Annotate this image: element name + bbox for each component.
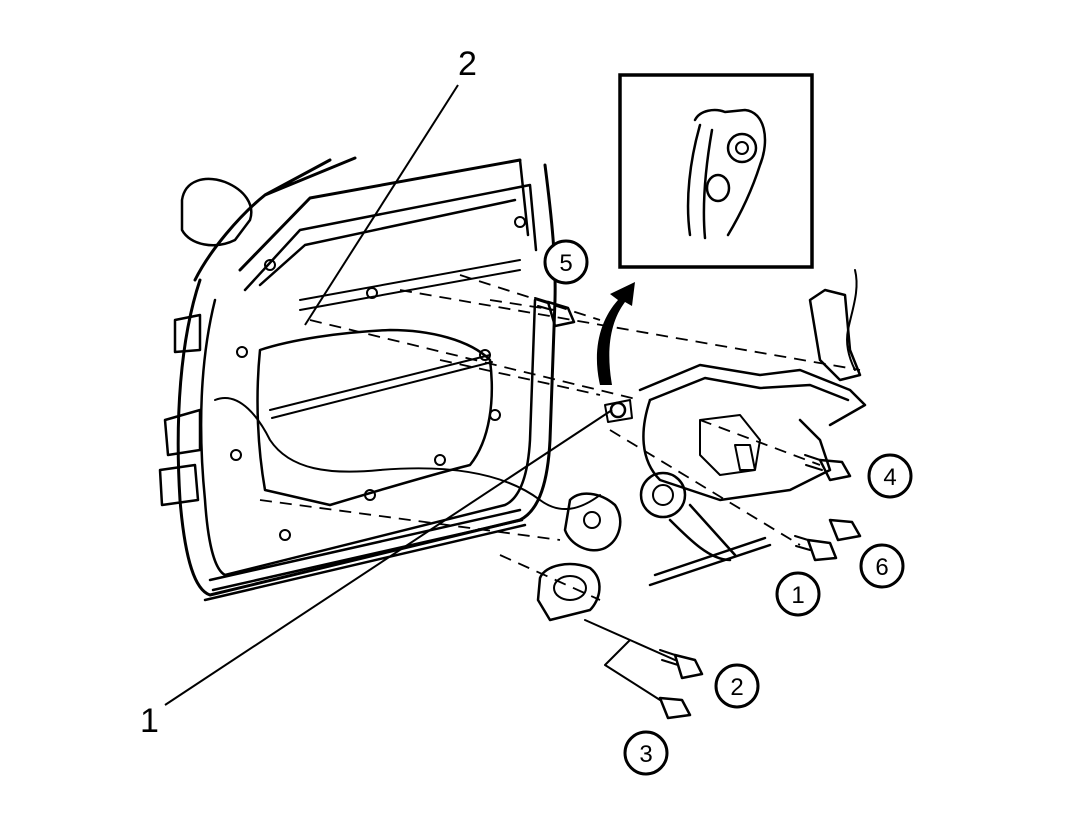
regulator-cable [214,397,601,511]
detail-grommet-upper-inner [735,141,749,155]
door-sill [203,508,527,602]
callout-2-text: 2 [730,674,743,701]
panel-rivets [230,216,526,541]
detail-arrow [596,282,635,385]
detail-inset [596,73,814,385]
bolt-5 [534,297,576,328]
bolt-1 [794,535,838,562]
motor-mount [536,562,601,622]
motor-mount-bore [553,575,587,601]
label-1: 1 [140,702,159,740]
callout-3: 3 [623,730,669,776]
leader-line-1 [164,409,613,706]
bolt-4 [804,454,852,482]
door-assembly [158,156,601,602]
detail-inset-frame [618,73,814,269]
detail-hole-lower [705,173,731,203]
regulator-gear-hub [652,484,674,506]
callout-4: 4 [867,453,913,499]
regulator-track-upper [638,363,867,427]
alignment-lines [259,274,861,601]
regulator-scissor-arms [648,503,772,587]
motor-shaft [583,511,601,529]
callout-6-text: 6 [875,554,888,581]
regulator-motor [563,492,622,552]
callout-1-text: 1 [791,582,804,609]
regulator-body [642,398,832,502]
detail-bracket [686,108,767,240]
bolt-6 [828,518,862,542]
leader-line-2 [304,84,459,326]
callout-5: 5 [543,239,589,285]
regulator-connector [604,399,633,423]
fastener-2-3-leader [584,619,676,701]
window-regulator [536,269,867,622]
callout-6: 6 [859,543,905,589]
window-frame-outer [193,156,522,282]
callout-4-text: 4 [883,464,896,491]
bolt-2 [659,649,704,680]
detail-grommet-upper [726,132,758,164]
callout-3-text: 3 [639,741,652,768]
callout-1: 1 [775,571,821,617]
window-frame-inner [243,158,538,292]
fasteners [534,297,862,720]
door-inner-edge [199,298,537,577]
callout-5-text: 5 [559,250,572,277]
inner-panel-opening [256,328,494,507]
regulator-connector-grommet [609,401,627,419]
callout-2: 2 [714,663,760,709]
regulator-side-cable [846,269,858,371]
inner-panel-rail [269,259,521,419]
regulator-inner-slot [699,414,761,476]
regulator-gear [639,471,687,519]
bolt-3 [658,696,692,720]
label-2: 2 [458,45,477,83]
door-hinge-side [158,313,202,507]
side-mirror [180,177,253,247]
